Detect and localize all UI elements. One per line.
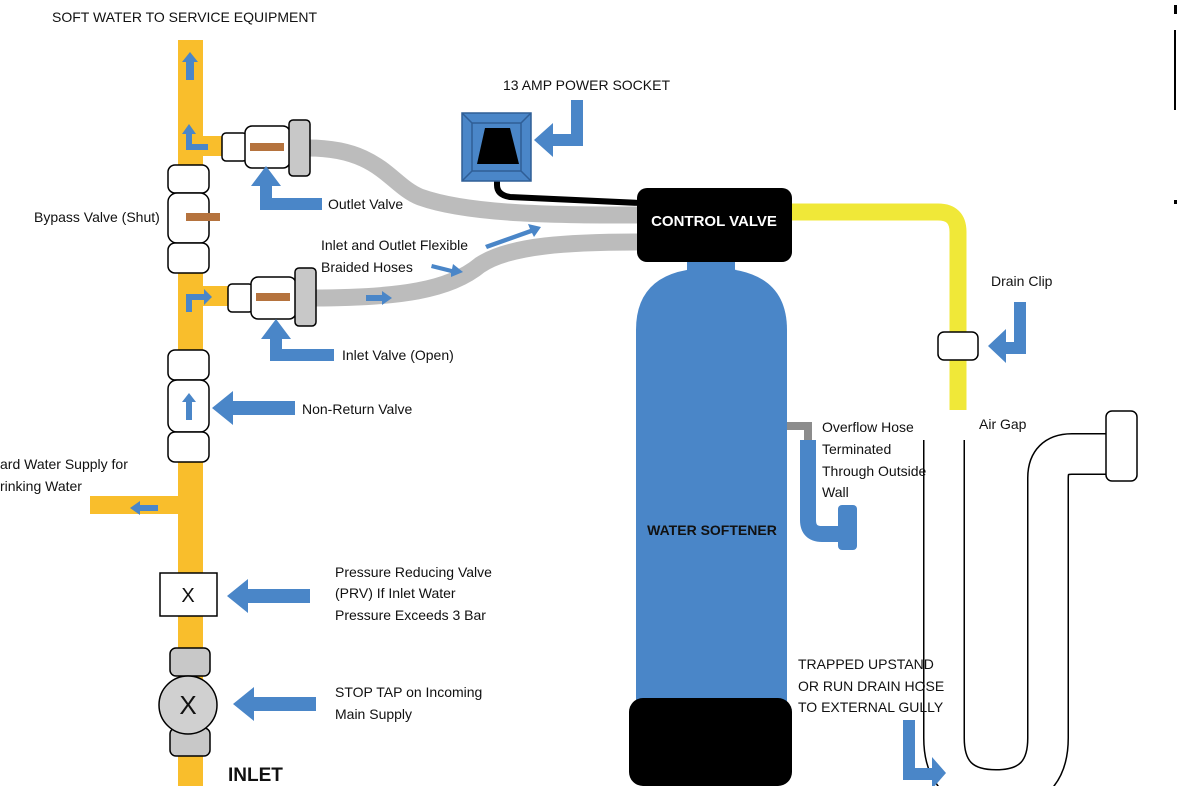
drain-clip: [937, 331, 979, 361]
inlet-valve-arrow-icon: [261, 319, 334, 361]
trapped-label-line3: TO EXTERNAL GULLY: [798, 699, 944, 715]
power-socket-label: 13 AMP POWER SOCKET: [503, 77, 670, 93]
stop-tap-mark: X: [179, 690, 196, 720]
flow-left-arrow-hard-supply: [130, 501, 158, 515]
hard-water-label-line2: rinking Water: [0, 478, 82, 494]
inlet-valve-label: Inlet Valve (Open): [342, 347, 454, 363]
drain-hose: [790, 203, 967, 410]
power-socket: [461, 112, 532, 182]
prv-label-line1: Pressure Reducing Valve: [335, 564, 492, 580]
stop-tap: [158, 647, 218, 757]
trapped-label-line2: OR RUN DRAIN HOSE: [798, 678, 944, 694]
non-return-label: Non-Return Valve: [302, 401, 412, 417]
outlet-hose: [307, 139, 641, 224]
flow-arrows: [130, 52, 392, 515]
prv-mark: X: [181, 585, 194, 607]
prv-label-line2: (PRV) If Inlet Water: [335, 585, 456, 601]
tank-base: [629, 698, 792, 786]
water-softener-tank: [629, 258, 792, 786]
prv-box: [159, 572, 218, 617]
control-valve-label: CONTROL VALVE: [651, 213, 777, 230]
prv-label-line3: Pressure Exceeds 3 Bar: [335, 607, 486, 623]
stop-tap-arrow-icon: [233, 687, 316, 721]
flow-turn-arrow-inlet: [186, 289, 212, 312]
gully-arrow-icon: [903, 720, 946, 786]
water-softener-label: WATER SOFTENER: [647, 522, 777, 538]
inlet-valve: [227, 267, 317, 327]
power-socket-arrow-icon: [534, 100, 583, 157]
outlet-valve-label: Outlet Valve: [328, 196, 403, 212]
outlet-valve: [221, 119, 311, 177]
hose-arrow-down-icon: [431, 264, 463, 277]
plug-icon: [477, 128, 519, 164]
soft-water-label: SOFT WATER TO SERVICE EQUIPMENT: [52, 9, 317, 25]
overflow-label-line3: Through Outside: [822, 463, 926, 479]
non-return-valve: [167, 349, 210, 463]
hose-arrow-up-icon: [485, 224, 541, 249]
overflow-label-line2: Terminated: [822, 441, 891, 457]
overflow-hose: [787, 422, 857, 550]
edge-marks: [1174, 5, 1177, 204]
hoses-label-line2: Braided Hoses: [321, 259, 413, 275]
stop-tap-label-line1: STOP TAP on Incoming: [335, 684, 482, 700]
inlet-label: INLET: [228, 765, 283, 786]
drain-clip-label: Drain Clip: [991, 273, 1053, 289]
drain-clip-arrow-icon: [988, 302, 1026, 363]
flow-turn-arrow-outlet: [182, 124, 208, 150]
overflow-label-line4: Wall: [822, 484, 849, 500]
power-cable: [494, 160, 641, 206]
non-return-arrow-icon: [182, 393, 196, 420]
trapped-label-line1: TRAPPED UPSTAND: [798, 656, 934, 672]
trapped-upstand: [923, 410, 1138, 786]
bypass-valve-label: Bypass Valve (Shut): [34, 209, 160, 225]
prv-arrow-icon: [227, 579, 310, 613]
hoses-label-line1: Inlet and Outlet Flexible: [321, 237, 468, 253]
bypass-valve: [167, 164, 220, 274]
air-gap-label: Air Gap: [979, 416, 1027, 432]
stop-tap-label-line2: Main Supply: [335, 706, 412, 722]
pointer-arrows: [212, 100, 1026, 786]
non-return-arrow-pointer-icon: [212, 391, 295, 425]
hose-flow-arrow: [366, 291, 392, 305]
outlet-valve-arrow-icon: [251, 166, 322, 210]
control-valve: [637, 188, 792, 262]
overflow-label-line1: Overflow Hose: [822, 419, 914, 435]
flow-up-arrow-top: [182, 52, 198, 80]
hard-water-label-line1: ard Water Supply for: [0, 456, 128, 472]
